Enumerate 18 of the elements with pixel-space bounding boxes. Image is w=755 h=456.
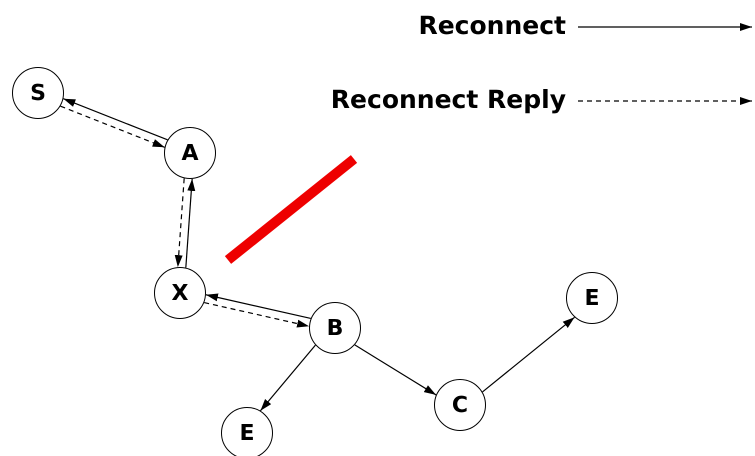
arrow [185,178,196,268]
state-circle: B [309,302,361,354]
state-circle: S [12,67,64,119]
arrow [174,178,185,268]
state-circle: A [164,127,216,179]
state-circle: E [566,272,618,324]
legend-label: Reconnect Reply [330,85,566,114]
state-circle: E [221,407,273,456]
legend-label: Reconnect [418,11,566,40]
arrow [63,98,168,140]
arrow [354,344,436,396]
arrow [206,294,311,320]
arrow [60,106,165,148]
arrow [204,302,310,328]
state-circle: C [434,379,486,431]
state-circle: X [154,267,206,319]
arrow [482,316,575,392]
arrow [260,344,316,412]
